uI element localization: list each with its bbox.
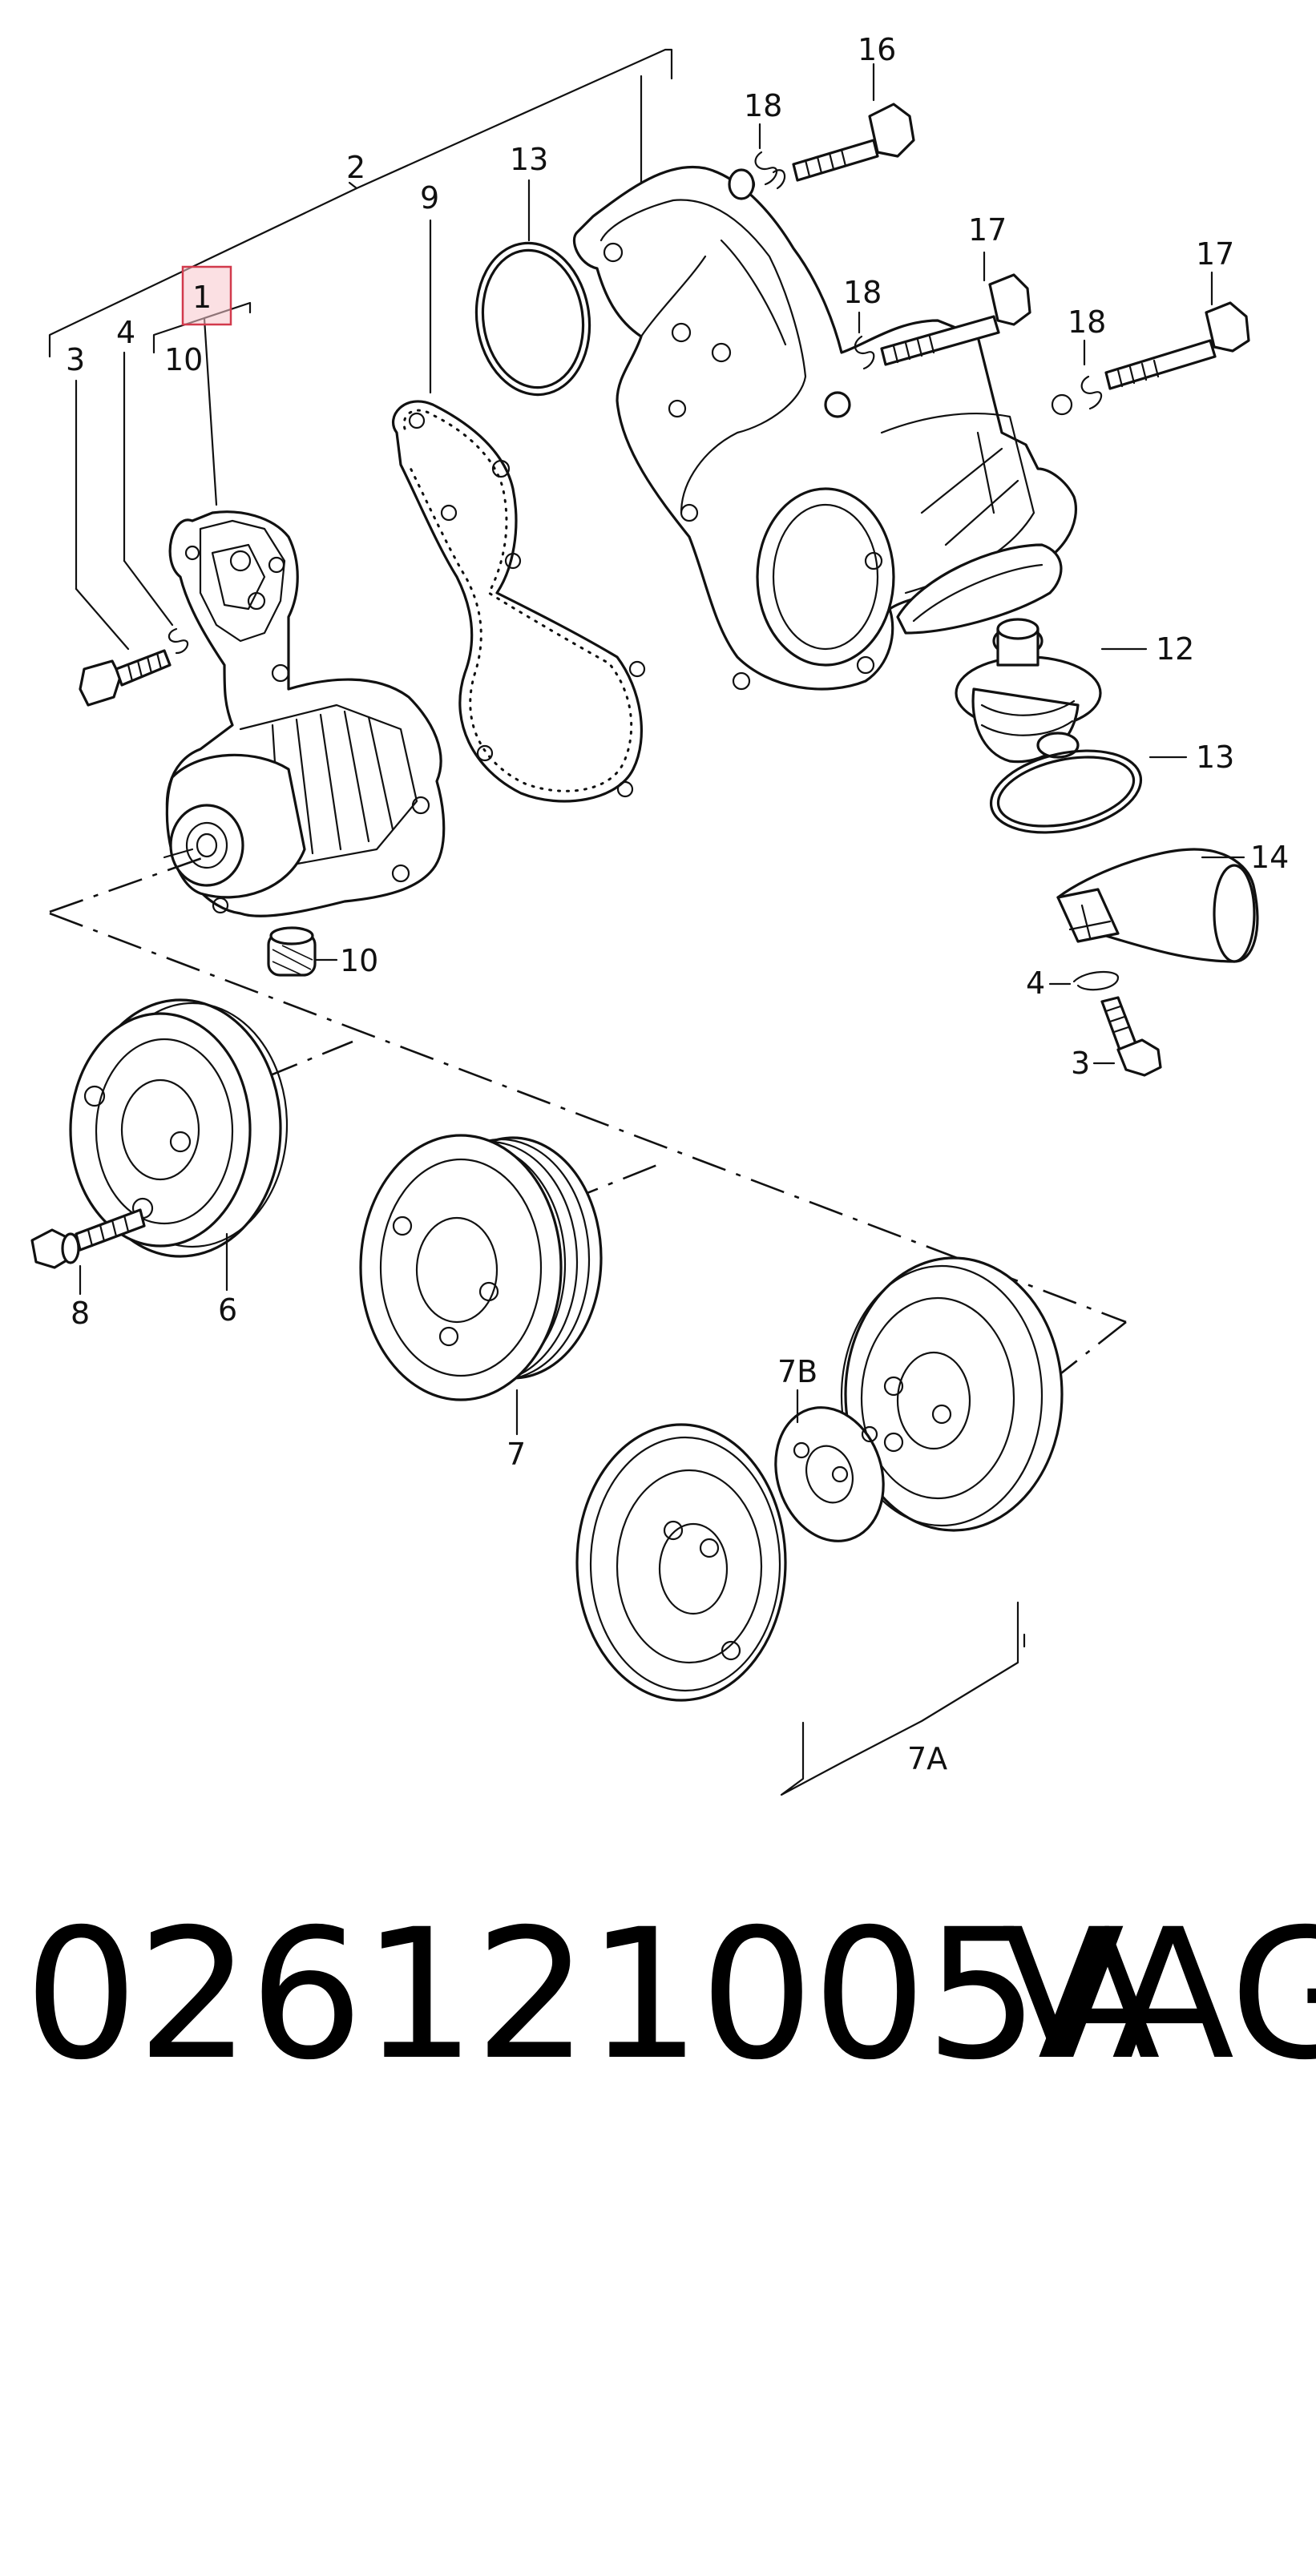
washer-part-18-b	[824, 335, 875, 418]
callout-18-a: 18	[744, 88, 782, 123]
callout-3-right: 3	[1071, 1046, 1090, 1081]
pulley-part-6	[69, 998, 289, 1258]
part-info-footer: 026121005A VAG	[24, 1879, 1316, 2111]
o-ring-part-13-right	[989, 749, 1143, 834]
washer-part-4-right	[1072, 970, 1120, 991]
o-ring-part-13-top	[474, 241, 591, 397]
callout-3-left: 3	[66, 342, 85, 377]
bolt-part-16	[792, 103, 915, 182]
callout-13-top: 13	[510, 142, 548, 177]
brand-name: VAG	[1002, 1890, 1316, 2099]
bolt-part-3-right	[1100, 996, 1162, 1077]
callout-8: 8	[71, 1296, 90, 1331]
exploded-view-drawing: 1 2 3 3 4 4 6 7 7A 7B 8 9 10 10 12 13 13…	[30, 32, 1289, 1796]
parts-diagram: 1 2 3 3 4 4 6 7 7A 7B 8 9 10 10 12 13 13…	[30, 32, 1289, 1796]
bolt-part-8	[30, 1208, 146, 1269]
pulley-part-7A-rear	[840, 1256, 1064, 1532]
callout-12: 12	[1156, 631, 1194, 667]
callout-1: 1	[192, 280, 212, 315]
group-bracket-7A	[780, 1601, 1026, 1796]
callout-4-left: 4	[116, 315, 135, 350]
callout-17-a: 17	[968, 212, 1007, 248]
thermostat-housing	[572, 165, 1078, 691]
callout-13-right: 13	[1196, 740, 1234, 775]
bolt-part-17-a	[880, 273, 1031, 366]
callout-16: 16	[858, 32, 896, 67]
group-bracket-2	[48, 48, 673, 358]
washer-part-18-c	[1080, 375, 1103, 410]
pulley-part-7	[359, 1134, 603, 1401]
callout-4-right: 4	[1026, 965, 1045, 1001]
water-pump-part-1	[163, 510, 446, 917]
highlight-box-callout-1	[181, 265, 232, 326]
callout-2: 2	[346, 150, 365, 185]
washer-part-18-a	[728, 151, 786, 200]
callout-18-c: 18	[1068, 304, 1106, 340]
leader-lines	[75, 62, 1245, 1436]
callout-10-top: 10	[164, 342, 203, 377]
washer-part-4-left	[168, 627, 189, 655]
callout-6: 6	[218, 1292, 237, 1328]
callout-18-b: 18	[843, 275, 882, 310]
callout-7: 7	[507, 1437, 526, 1472]
callout-17-b: 17	[1196, 236, 1234, 272]
gasket-part-9	[392, 400, 646, 803]
spacer-part-7B	[774, 1406, 885, 1542]
coolant-flange-part-14	[1056, 848, 1259, 963]
group-bracket-1	[152, 301, 252, 506]
callout-7A: 7A	[907, 1741, 947, 1776]
callout-14: 14	[1250, 840, 1289, 875]
thermostat-part-12	[955, 618, 1102, 764]
callout-7B: 7B	[777, 1354, 817, 1389]
bolt-part-17-b	[1104, 301, 1250, 390]
pulley-part-7A-front	[575, 1423, 787, 1702]
callout-10-plug: 10	[340, 943, 378, 978]
part-number: 026121005A	[24, 1890, 1161, 2099]
bolt-part-3-left	[79, 649, 172, 707]
callout-labels: 1 2 3 3 4 4 6 7 7A 7B 8 9 10 10 12 13 13…	[66, 32, 1289, 1776]
callout-9: 9	[420, 180, 439, 216]
plug-part-10	[267, 926, 317, 977]
